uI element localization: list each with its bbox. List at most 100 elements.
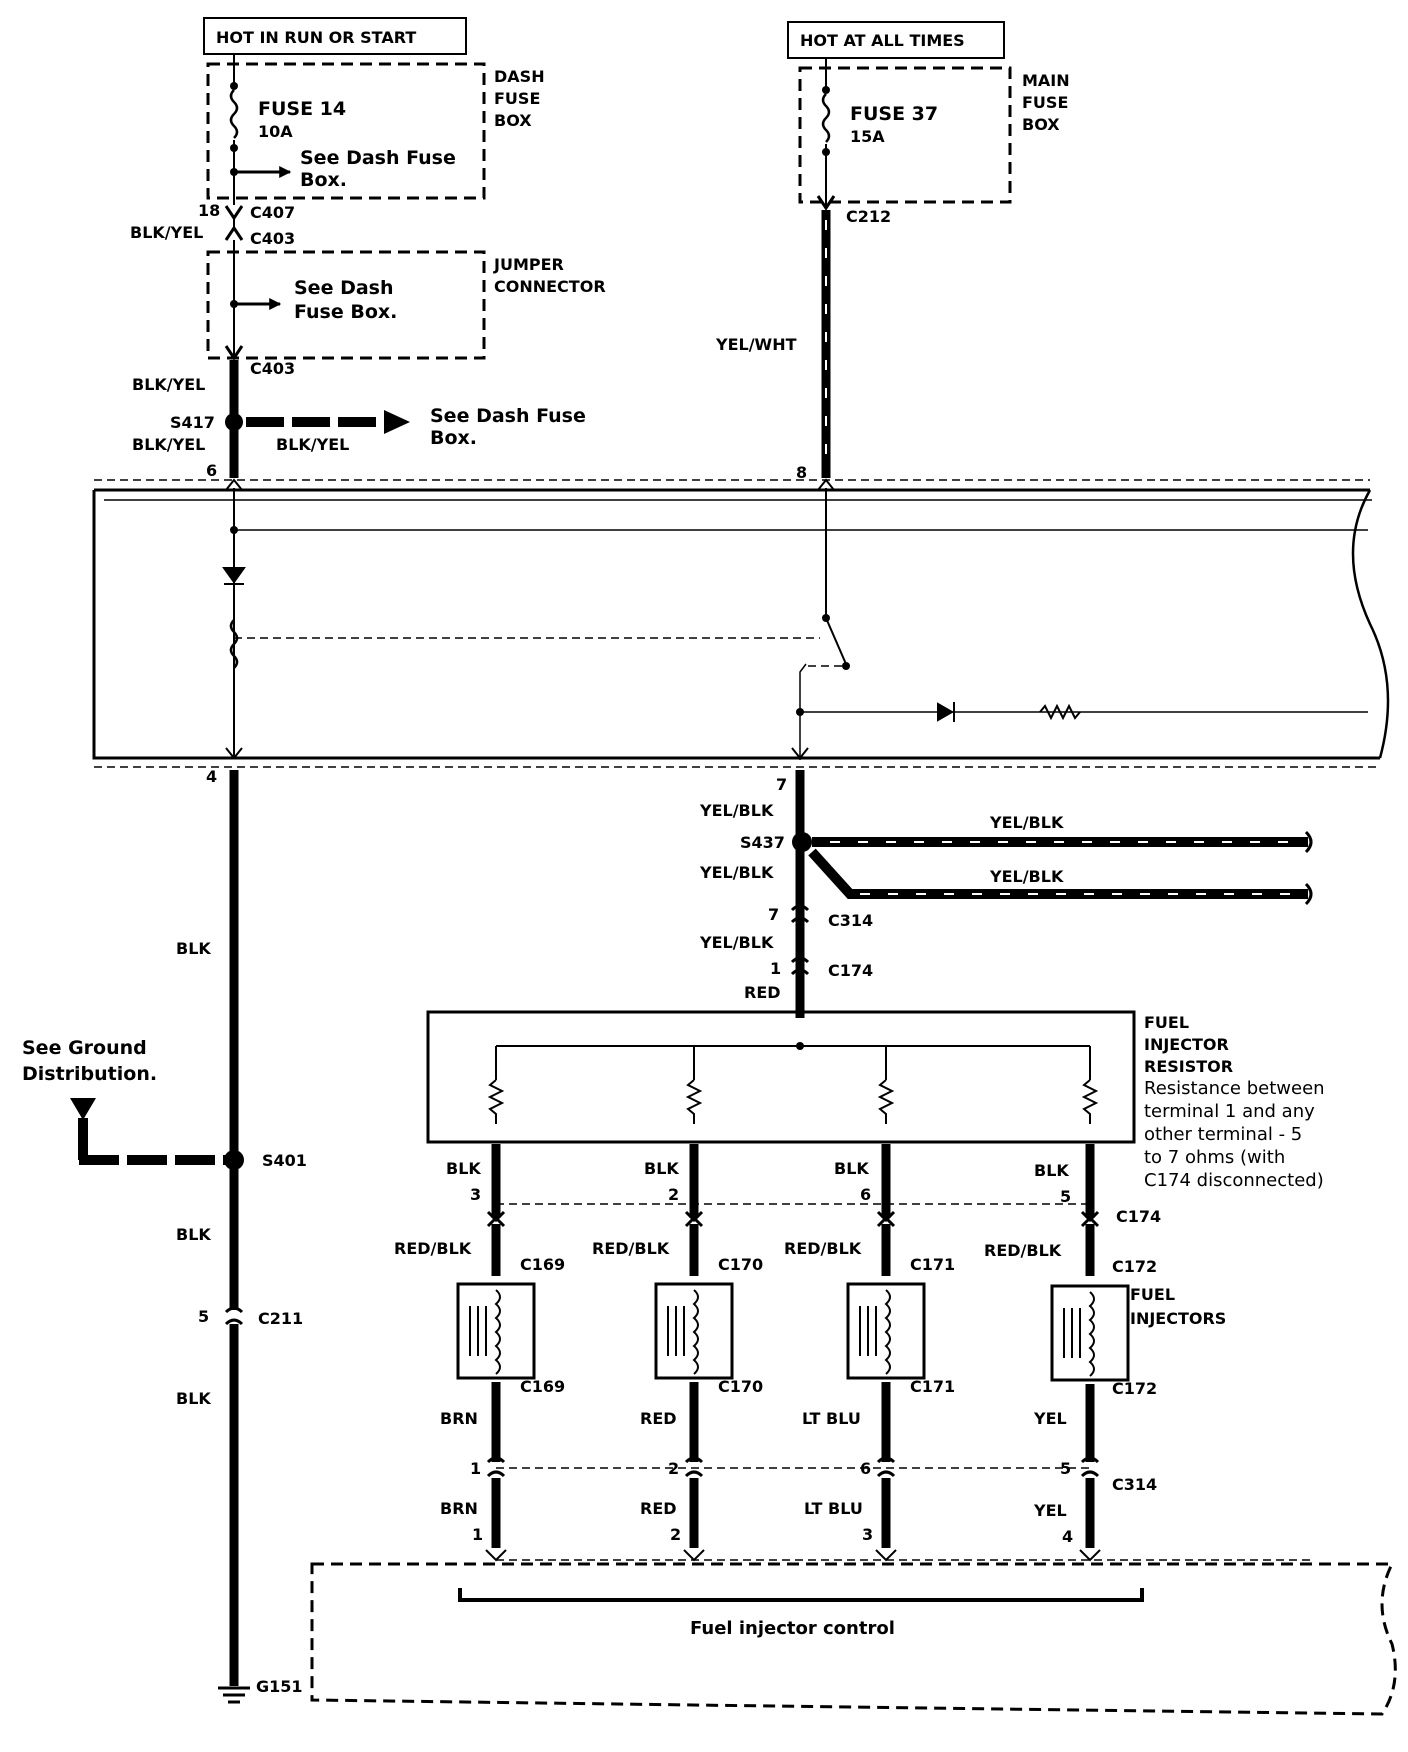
resistor-1-icon <box>487 1079 505 1124</box>
injector-2-pin-ecm: 2 <box>670 1525 681 1544</box>
yel-blk-wire-label-1: YEL/BLK <box>699 801 774 820</box>
injector-4-wire-bottom: YEL <box>1033 1409 1067 1428</box>
injector-1-wire-bottom: BRN <box>440 1409 478 1428</box>
resistor-note2: terminal 1 and any <box>1144 1101 1315 1122</box>
blk-yel-wire-label-2: BLK/YEL <box>132 375 205 394</box>
blk-wire-label-2: BLK <box>176 1225 211 1244</box>
c174-label-bottom: C174 <box>1116 1207 1161 1226</box>
blk-wire-label-3: BLK <box>176 1389 211 1408</box>
resistor-title2: INJECTOR <box>1144 1035 1229 1054</box>
jumper-see-note1: See Dash <box>294 277 394 299</box>
c314-label-bottom: C314 <box>1112 1475 1157 1494</box>
injector-2-wire-ecm: RED <box>640 1499 677 1518</box>
injector-3-conn-bottom: C171 <box>910 1377 955 1396</box>
hot-at-all-times-text: HOT AT ALL TIMES <box>800 31 965 50</box>
c407-pin: 18 <box>198 201 220 220</box>
dash-fuse-see-note2: Box. <box>300 169 347 191</box>
injector-3-pin-c314: 6 <box>860 1459 871 1478</box>
c407-label: C407 <box>250 203 295 222</box>
fuel-injectors-title1: FUEL <box>1130 1285 1175 1304</box>
injector-1-conn-bottom: C169 <box>520 1377 565 1396</box>
g151-ground-icon <box>218 1686 250 1704</box>
injector-4-pin-ecm: 4 <box>1062 1527 1073 1546</box>
injector-4-wire-top: BLK <box>1034 1161 1069 1180</box>
injector-3-pin-ecm: 3 <box>862 1525 873 1544</box>
injector-2-wire-top: BLK <box>644 1159 679 1178</box>
injector-4-wire-mid: RED/BLK <box>984 1241 1062 1260</box>
c211-label: C211 <box>258 1309 303 1328</box>
resistor-3-icon <box>877 1079 895 1124</box>
injector-3-wire-mid: RED/BLK <box>784 1239 862 1258</box>
ground-see-note2: Distribution. <box>22 1063 157 1085</box>
c403-bottom-label: C403 <box>250 359 295 378</box>
ground-distribution-arrow-icon <box>70 1098 96 1120</box>
injector-4-coil-icon <box>1088 1291 1095 1377</box>
s437-label: S437 <box>740 833 785 852</box>
s417-splice <box>225 413 243 431</box>
injector-3-wire-bottom: LT BLU <box>802 1409 861 1428</box>
s401-splice <box>224 1150 244 1170</box>
s417-see-note2: Box. <box>430 427 477 449</box>
jumper-see-note2: Fuse Box. <box>294 301 397 323</box>
fuel-injectors-title2: INJECTORS <box>1130 1309 1226 1328</box>
relay-pin-7: 7 <box>776 775 787 794</box>
fuse-37-icon <box>821 93 831 143</box>
injector-3-body <box>846 1282 926 1380</box>
yel-blk-wire-label-3: YEL/BLK <box>699 933 774 952</box>
resistor-note5: C174 disconnected) <box>1144 1170 1324 1191</box>
injector-3-coil-icon <box>884 1289 891 1375</box>
injector-1-wire-mid: RED/BLK <box>394 1239 472 1258</box>
s437-branch2-wire-label: YEL/BLK <box>989 867 1064 886</box>
dash-fuse-box-outline <box>206 62 486 200</box>
injector-2-conn-top: C170 <box>718 1255 763 1274</box>
dash-fuse-see-note1: See Dash Fuse <box>300 147 456 169</box>
blk-wire-label-1: BLK <box>176 939 211 958</box>
fuse-14-rating: 10A <box>258 122 293 141</box>
c314-label-top: C314 <box>828 911 873 930</box>
fuel-injector-control-brace <box>458 1588 1144 1602</box>
relay-diode-icon <box>222 567 246 585</box>
injector-3-wire-top: BLK <box>834 1159 869 1178</box>
relay-pin-8: 8 <box>796 463 807 482</box>
injector-1-wire-top: BLK <box>446 1159 481 1178</box>
main-fuse-box-title2: FUSE <box>1022 93 1068 112</box>
ground-see-note1: See Ground <box>22 1037 147 1059</box>
relay-diode-2-icon <box>937 702 955 722</box>
injector-4-pin-top: 5 <box>1060 1187 1071 1206</box>
injector-2-pin-c314: 2 <box>668 1459 679 1478</box>
injector-4-wire-ecm: YEL <box>1033 1501 1067 1520</box>
injector-1-conn-top: C169 <box>520 1255 565 1274</box>
c212-label: C212 <box>846 207 891 226</box>
fuse-37-name: FUSE 37 <box>850 103 938 125</box>
hot-in-run-label: HOT IN RUN OR START <box>203 17 467 55</box>
s417-see-note1: See Dash Fuse <box>430 405 586 427</box>
injector-3-conn-top: C171 <box>910 1255 955 1274</box>
fuse-37-rating: 15A <box>850 127 885 146</box>
dash-fuse-box-title1: DASH <box>494 67 545 86</box>
resistor-note3: other terminal - 5 <box>1144 1124 1302 1145</box>
relay-switch-contact <box>825 617 847 665</box>
resistor-note4: to 7 ohms (with <box>1144 1147 1285 1168</box>
injector-3-wire-ecm: LT BLU <box>804 1499 863 1518</box>
s417-label: S417 <box>170 413 215 432</box>
jumper-connector-outline <box>206 250 486 360</box>
c314-pin-7: 7 <box>768 905 779 924</box>
injector-1-coil-icon <box>494 1289 501 1375</box>
resistor-note1: Resistance between <box>1144 1078 1325 1099</box>
main-fuse-box-title1: MAIN <box>1022 71 1070 90</box>
resistor-title1: FUEL <box>1144 1013 1189 1032</box>
injector-4-pin-c314: 5 <box>1060 1459 1071 1478</box>
hot-at-all-times-label: HOT AT ALL TIMES <box>787 21 1005 59</box>
injector-2-wire-mid: RED/BLK <box>592 1239 670 1258</box>
relay-coil-icon <box>229 619 239 669</box>
fuel-injector-resistor-box <box>426 1010 1136 1144</box>
blk-yel-wire-label-3: BLK/YEL <box>132 435 205 454</box>
fuse-14-name: FUSE 14 <box>258 98 346 120</box>
c211-pin: 5 <box>198 1307 209 1326</box>
injector-4-conn-bottom: C172 <box>1112 1379 1157 1398</box>
injector-1-pin-ecm: 1 <box>472 1525 483 1544</box>
jumper-title2: CONNECTOR <box>494 277 606 296</box>
c174-pin-1: 1 <box>770 959 781 978</box>
jumper-title1: JUMPER <box>493 255 564 274</box>
